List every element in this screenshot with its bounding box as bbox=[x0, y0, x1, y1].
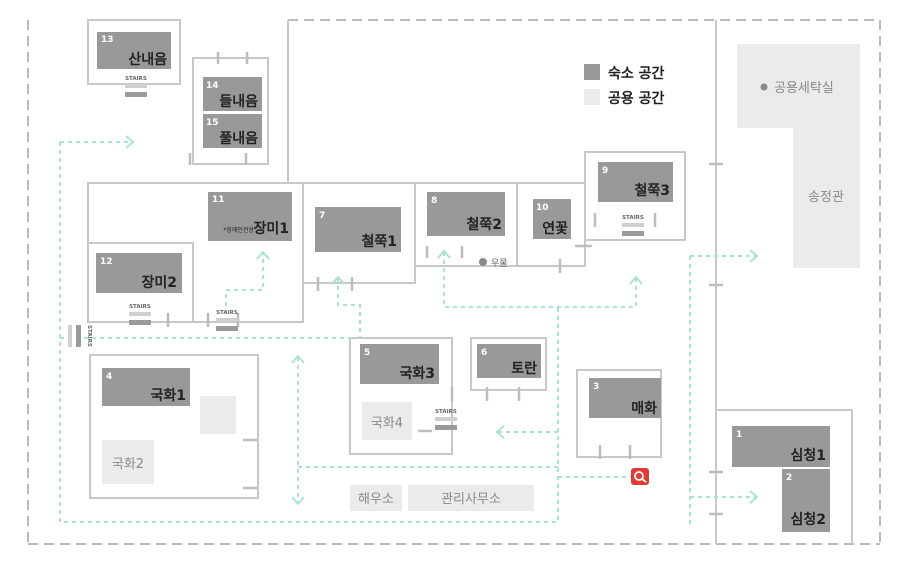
svg-text:장미2: 장미2 bbox=[141, 274, 177, 291]
svg-text:STAIRS: STAIRS bbox=[86, 325, 92, 347]
room-1[interactable]: 1 심청1 bbox=[732, 426, 830, 467]
svg-text:15: 15 bbox=[206, 118, 219, 128]
public-space-gukhwa4 bbox=[362, 402, 412, 440]
private-rooms: 13 산내음 14 들내음 15 풀내음 11 *장애인전용 장미1 12 장미… bbox=[96, 32, 830, 532]
doors bbox=[166, 52, 723, 516]
svg-text:4: 4 bbox=[106, 372, 112, 382]
well-label: 우물 bbox=[491, 258, 508, 269]
haeuso-label: 해우소 bbox=[358, 492, 394, 507]
stairs-icon: STAIRS bbox=[68, 325, 92, 347]
room-7[interactable]: 7 철쭉1 bbox=[315, 207, 401, 252]
stairs-icon: STAIRS bbox=[129, 304, 151, 325]
public-space-laundry-songjeong bbox=[737, 44, 860, 268]
svg-text:14: 14 bbox=[206, 81, 219, 91]
laundry-label: 공용세탁실 bbox=[774, 81, 834, 96]
svg-text:토란: 토란 bbox=[511, 360, 537, 377]
stairs-icon: STAIRS bbox=[125, 76, 147, 97]
svg-text:STAIRS: STAIRS bbox=[216, 310, 238, 316]
room-9[interactable]: 9 철쭉3 bbox=[598, 162, 673, 202]
svg-text:산내음: 산내음 bbox=[128, 51, 167, 68]
svg-text:*장애인전용: *장애인전용 bbox=[223, 226, 254, 234]
svg-text:8: 8 bbox=[431, 196, 437, 206]
svg-text:철쭉2: 철쭉2 bbox=[466, 217, 502, 233]
location-marker-icon[interactable] bbox=[631, 468, 649, 485]
svg-text:7: 7 bbox=[319, 211, 325, 221]
room-4[interactable]: 4 국화1 bbox=[102, 368, 190, 406]
room-5[interactable]: 5 국화3 bbox=[360, 344, 439, 384]
svg-text:STAIRS: STAIRS bbox=[622, 215, 644, 221]
public-space-haeuso bbox=[350, 485, 402, 511]
building-walls bbox=[87, 19, 853, 544]
svg-text:11: 11 bbox=[212, 195, 225, 205]
songjeong-label: 송정관 bbox=[808, 190, 844, 205]
svg-text:연꽃: 연꽃 bbox=[542, 221, 568, 237]
room-6[interactable]: 6 토란 bbox=[477, 344, 541, 378]
svg-text:심청2: 심청2 bbox=[790, 512, 826, 528]
public-labels: 공용세탁실 송정관 국화2 국화4 해우소 관리사무소 우물 bbox=[112, 81, 844, 507]
path-arrows bbox=[125, 135, 759, 506]
gukhwa2-label: 국화2 bbox=[112, 457, 144, 472]
svg-text:매화: 매화 bbox=[631, 401, 657, 417]
office-label: 관리사무소 bbox=[441, 492, 501, 507]
svg-text:1: 1 bbox=[736, 430, 742, 440]
public-space-block bbox=[200, 396, 236, 434]
legend-public-label: 공용 공간 bbox=[608, 90, 665, 107]
legend: 숙소 공간 공용 공간 bbox=[584, 64, 665, 107]
stairs-icon: STAIRS bbox=[622, 215, 644, 236]
svg-text:국화3: 국화3 bbox=[399, 366, 435, 382]
svg-text:3: 3 bbox=[593, 382, 599, 392]
svg-text:STAIRS: STAIRS bbox=[129, 304, 151, 310]
public-space-office bbox=[408, 485, 534, 511]
gukhwa4-label: 국화4 bbox=[371, 416, 403, 431]
svg-text:12: 12 bbox=[100, 257, 113, 267]
svg-text:철쭉1: 철쭉1 bbox=[361, 234, 397, 250]
room-8[interactable]: 8 철쭉2 bbox=[427, 192, 505, 236]
svg-text:장미1: 장미1 bbox=[253, 220, 289, 237]
stairs-icon: STAIRS bbox=[216, 310, 238, 331]
svg-text:들내음: 들내음 bbox=[219, 94, 258, 110]
stairs-group: STAIRS STAIRS STAIRS STAIRS STAIRS STAIR… bbox=[68, 76, 644, 430]
svg-text:심청1: 심청1 bbox=[790, 448, 826, 464]
legend-private-swatch bbox=[584, 64, 600, 80]
svg-text:10: 10 bbox=[536, 203, 549, 213]
svg-text:풀내음: 풀내음 bbox=[219, 131, 258, 147]
svg-text:2: 2 bbox=[786, 473, 792, 483]
well-dot-icon bbox=[479, 258, 487, 266]
svg-text:국화1: 국화1 bbox=[150, 388, 186, 404]
legend-private-label: 숙소 공간 bbox=[608, 65, 665, 82]
room-3[interactable]: 3 매화 bbox=[589, 378, 661, 418]
site-boundary bbox=[27, 19, 881, 545]
room-12[interactable]: 12 장미2 bbox=[96, 253, 182, 293]
public-spaces bbox=[102, 44, 860, 511]
room-11[interactable]: 11 *장애인전용 장미1 bbox=[208, 192, 292, 241]
stairs-icon: STAIRS bbox=[435, 409, 457, 430]
svg-text:13: 13 bbox=[101, 35, 114, 45]
legend-public-swatch bbox=[584, 89, 600, 105]
svg-text:9: 9 bbox=[602, 166, 608, 176]
room-14[interactable]: 14 들내음 bbox=[203, 77, 262, 111]
room-13[interactable]: 13 산내음 bbox=[97, 32, 171, 69]
room-15[interactable]: 15 풀내음 bbox=[203, 114, 262, 148]
room-10[interactable]: 10 연꽃 bbox=[533, 199, 571, 239]
svg-text:철쭉3: 철쭉3 bbox=[634, 183, 670, 199]
laundry-dot-icon bbox=[760, 83, 768, 91]
svg-text:5: 5 bbox=[364, 348, 370, 358]
svg-text:STAIRS: STAIRS bbox=[435, 409, 457, 415]
room-2[interactable]: 2 심청2 bbox=[782, 469, 830, 532]
public-space-gukhwa2 bbox=[102, 440, 154, 484]
walking-paths bbox=[59, 141, 756, 525]
svg-text:6: 6 bbox=[481, 348, 487, 358]
svg-text:STAIRS: STAIRS bbox=[125, 76, 147, 82]
